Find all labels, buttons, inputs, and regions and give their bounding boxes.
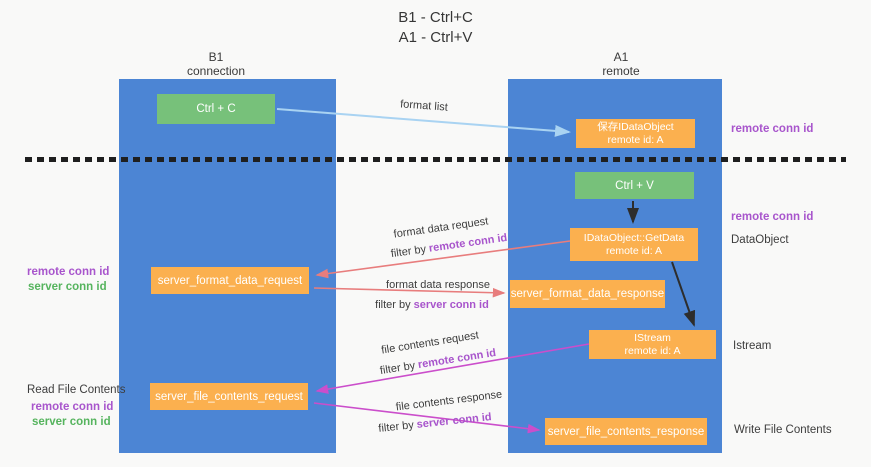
getdata-line1: IDataObject::GetData [583, 231, 685, 244]
server-format-data-request-node: server_format_data_request [151, 267, 309, 294]
server-conn-id-text: server conn id [416, 411, 493, 431]
ctrl-c-node: Ctrl + C [157, 94, 275, 124]
machine-boundary-divider [25, 157, 846, 162]
getdata-line2: remote id: A [605, 244, 663, 257]
getdata-node: IDataObject::GetData remote id: A [570, 228, 698, 261]
server-conn-id-format-annotation: server conn id [28, 281, 107, 293]
dataobject-annotation: DataObject [731, 234, 789, 246]
format-list-label: format list [399, 98, 449, 114]
remote-conn-id-text: remote conn id [417, 346, 497, 372]
write-file-contents-annotation: Write File Contents [734, 424, 832, 436]
istream-line1: IStream [634, 331, 671, 344]
filter-by-text: filter by [379, 359, 417, 378]
title-line-2: A1 - Ctrl+V [398, 29, 473, 46]
istream-annotation: Istream [733, 340, 772, 352]
lifeline-a1-title: A1 [613, 50, 629, 64]
filter-by-text: filter by [377, 419, 415, 435]
server-format-data-response-label: server_format_data_response [510, 288, 665, 300]
lifeline-b1-title: B1 [208, 50, 224, 64]
file-contents-response-label: file contents response [395, 388, 503, 414]
format-data-response-label: format data response [386, 279, 490, 291]
filter-by-text: filter by [390, 243, 427, 261]
read-file-contents-annotation: Read File Contents [27, 384, 126, 396]
lifeline-a1-subtitle: remote [602, 64, 640, 78]
filter-by-text: filter by [375, 299, 411, 311]
ctrl-v-node: Ctrl + V [575, 172, 694, 199]
title-line-1: B1 - Ctrl+C [398, 9, 473, 26]
server-file-contents-request-label: server_file_contents_request [155, 390, 303, 403]
remote-conn-id-top-annotation: remote conn id [731, 123, 814, 135]
server-file-contents-request-node: server_file_contents_request [150, 383, 308, 410]
ctrl-v-label: Ctrl + V [615, 179, 654, 192]
lifeline-b1-subtitle: connection [186, 64, 246, 78]
remote-conn-id-format-annotation: remote conn id [27, 266, 110, 278]
save-dataobject-line1: 保存IDataObject [597, 120, 674, 133]
save-dataobject-line2: remote id: A [607, 133, 664, 146]
save-dataobject-node: 保存IDataObject remote id: A [576, 119, 695, 148]
server-conn-id-file-annotation: server conn id [32, 416, 111, 428]
remote-conn-id-text: remote conn id [428, 231, 508, 255]
server-file-contents-response-label: server_file_contents_response [547, 425, 705, 438]
remote-conn-id-mid-annotation: remote conn id [731, 211, 814, 223]
istream-line2: remote id: A [624, 344, 681, 357]
diagram-title: B1 - Ctrl+C A1 - Ctrl+V [0, 8, 871, 48]
ctrl-c-label: Ctrl + C [196, 103, 236, 115]
istream-node: IStream remote id: A [589, 330, 716, 359]
lifeline-header-b1: B1 connection [166, 50, 266, 78]
lifeline-header-a1: A1 remote [571, 50, 671, 78]
server-format-data-response-node: server_format_data_response [510, 280, 665, 308]
server-format-data-request-label: server_format_data_request [157, 274, 303, 287]
server-conn-id-text: server conn id [413, 299, 489, 311]
server-file-contents-response-node: server_file_contents_response [545, 418, 707, 445]
remote-conn-id-file-annotation: remote conn id [31, 401, 114, 413]
